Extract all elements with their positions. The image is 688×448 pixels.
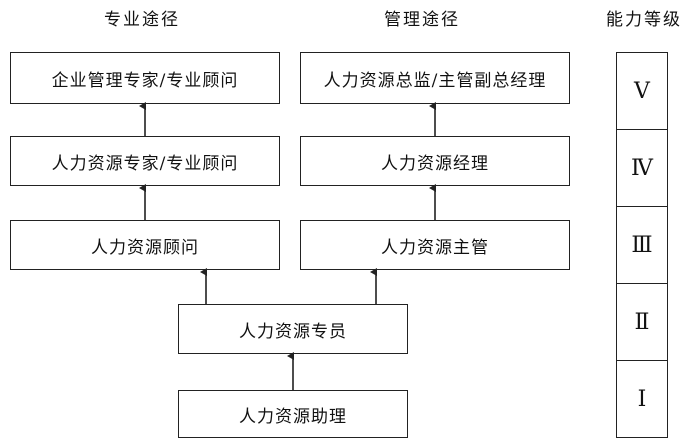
- node-hr-director: 人力资源总监/主管副总经理: [300, 52, 570, 104]
- node-enterprise-expert: 企业管理专家/专业顾问: [10, 52, 280, 104]
- level-1: Ⅰ: [637, 386, 647, 412]
- level-4: Ⅳ: [617, 130, 667, 207]
- level-5: Ⅴ: [617, 53, 667, 130]
- node-hr-manager: 人力资源经理: [300, 136, 570, 186]
- node-hr-consultant: 人力资源顾问: [10, 220, 280, 270]
- heading-professional-path: 专业途径: [104, 10, 180, 30]
- heading-management-path: 管理途径: [384, 10, 460, 30]
- node-hr-supervisor: 人力资源主管: [300, 220, 570, 270]
- node-hr-assistant: 人力资源助理: [178, 390, 408, 438]
- ability-level-column: Ⅴ Ⅳ Ⅲ Ⅱ Ⅰ: [616, 52, 668, 438]
- level-3: Ⅲ: [617, 207, 667, 284]
- node-hr-expert: 人力资源专家/专业顾问: [10, 136, 280, 186]
- level-2: Ⅱ: [617, 284, 667, 361]
- heading-ability-level: 能力等级: [606, 10, 682, 30]
